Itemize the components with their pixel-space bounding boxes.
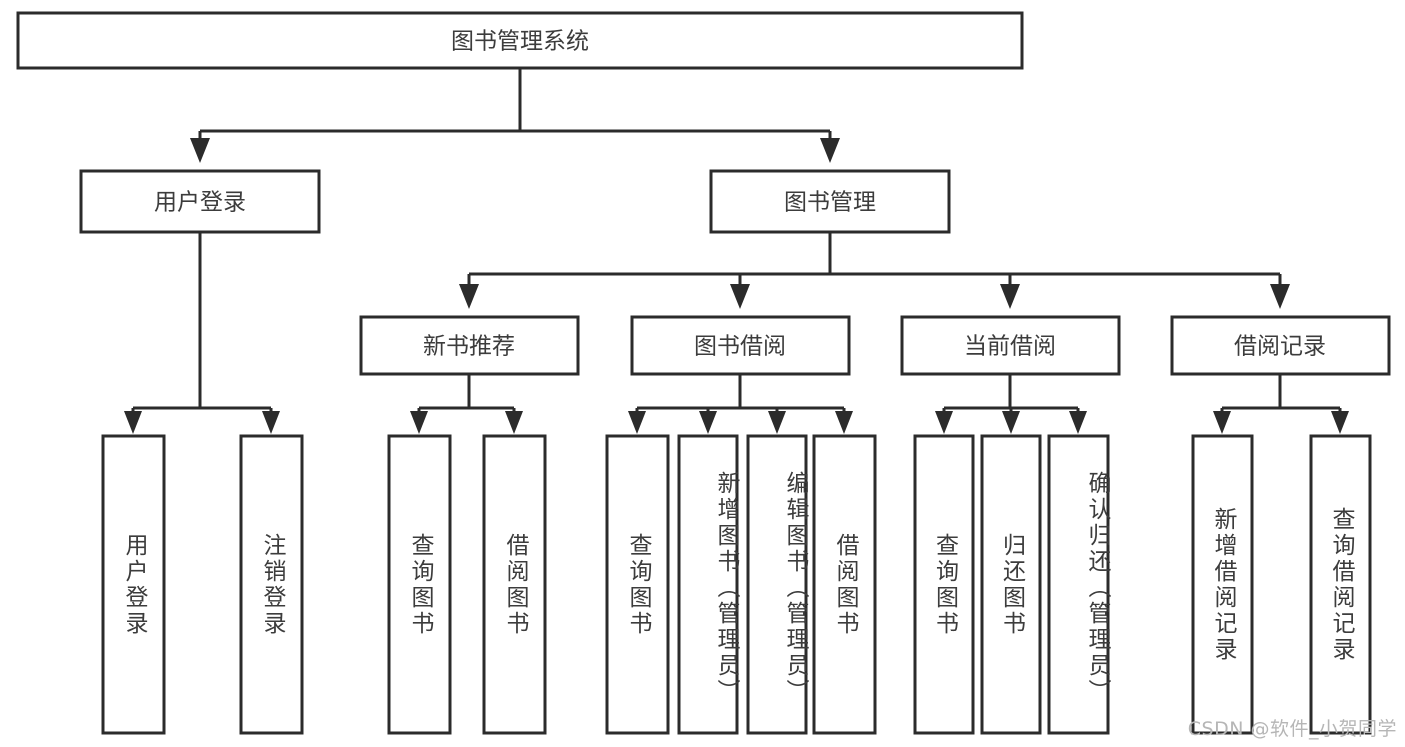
connector-group-new-book-to-leaves [410, 374, 523, 434]
node-box-leaf-borrow-book-recommend[interactable] [482, 434, 547, 735]
arrow-to-leaf-add-book-admin [699, 411, 717, 434]
arrow-to-leaf-query-book-borrow [628, 411, 646, 434]
node-box-user-login[interactable] [79, 169, 321, 234]
arrow-to-leaf-query-borrow-record [1331, 411, 1349, 434]
node-box-leaf-add-book-admin[interactable] [677, 434, 739, 735]
node-label-book-borrow: 图书借阅 [694, 334, 786, 360]
arrow-to-leaf-logout-login [262, 411, 280, 434]
arrow-to-leaf-confirm-return-admin [1069, 411, 1087, 434]
node-box-new-book-recommend[interactable] [359, 315, 580, 376]
node-label-current-borrow: 当前借阅 [964, 334, 1056, 360]
node-box-leaf-query-book-recommend[interactable] [387, 434, 452, 735]
node-label-root: 图书管理系统 [451, 29, 589, 55]
node-box-leaf-add-borrow-record[interactable] [1191, 434, 1254, 735]
arrow-to-borrow-records [1270, 284, 1290, 309]
connector-group-current-borrow-to-leaves [935, 374, 1087, 434]
watermark-text: CSDN @软件_小贺同学 [1187, 718, 1397, 740]
arrow-to-leaf-query-book-current [935, 411, 953, 434]
arrow-to-new-book-recommend [459, 284, 479, 309]
node-label-book-management: 图书管理 [784, 190, 876, 216]
node-box-leaf-query-book-borrow[interactable] [605, 434, 670, 735]
arrow-to-user-login [190, 138, 210, 163]
node-label-user-login: 用户登录 [154, 190, 246, 216]
arrow-to-current-borrow [1000, 284, 1020, 309]
node-box-book-borrow[interactable] [630, 315, 851, 376]
node-box-leaf-return-book[interactable] [980, 434, 1042, 735]
node-box-leaf-edit-book-admin[interactable] [746, 434, 808, 735]
node-label-borrow-records: 借阅记录 [1234, 334, 1326, 360]
node-label-new-book-recommend: 新书推荐 [423, 334, 515, 360]
node-box-leaf-query-book-current[interactable] [913, 434, 975, 735]
arrow-to-leaf-query-book-recommend [410, 411, 428, 434]
node-box-borrow-records[interactable] [1170, 315, 1391, 376]
arrow-to-leaf-return-book [1002, 411, 1020, 434]
node-box-leaf-borrow-book[interactable] [812, 434, 877, 735]
arrow-to-book-management [820, 138, 840, 163]
node-box-book-management[interactable] [709, 169, 951, 234]
connector-group-user-login-to-leaves [124, 232, 280, 434]
node-box-leaf-logout-login[interactable] [239, 434, 304, 735]
connector-group-book-borrow-to-leaves [628, 374, 853, 434]
arrow-to-leaf-borrow-book-recommend [505, 411, 523, 434]
arrow-to-leaf-edit-book-admin [768, 411, 786, 434]
node-box-leaf-query-borrow-record[interactable] [1309, 434, 1372, 735]
arrow-to-leaf-user-login [124, 411, 142, 434]
connector-group-root-to-level2 [190, 68, 840, 163]
connector-group-borrow-records-to-leaves [1213, 374, 1349, 434]
arrow-to-leaf-add-borrow-record [1213, 411, 1231, 434]
node-box-leaf-confirm-return-admin[interactable] [1047, 434, 1110, 735]
arrow-to-leaf-borrow-book [835, 411, 853, 434]
node-box-root[interactable] [16, 11, 1024, 70]
connector-group-book-management-to-level3 [459, 232, 1290, 309]
arrow-to-book-borrow [730, 284, 750, 309]
node-box-current-borrow[interactable] [900, 315, 1121, 376]
node-box-leaf-user-login[interactable] [101, 434, 166, 735]
